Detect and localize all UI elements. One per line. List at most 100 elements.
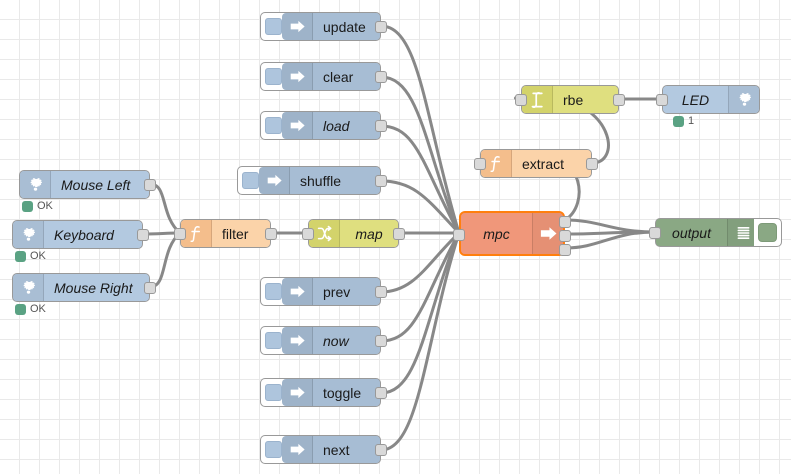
output-port[interactable] xyxy=(393,228,405,240)
input-port[interactable] xyxy=(453,229,465,241)
arrow-right-icon xyxy=(532,213,563,254)
arrow-right-icon xyxy=(259,167,290,194)
node-label: rbe xyxy=(563,91,584,108)
status-dot xyxy=(15,303,26,315)
status-badge: OK xyxy=(15,250,46,262)
rbe-filter-icon xyxy=(522,86,553,113)
status-text: 1 xyxy=(688,115,695,127)
inject-button[interactable] xyxy=(260,12,286,41)
arrow-right-icon xyxy=(282,379,313,406)
output-port-3[interactable] xyxy=(559,244,571,256)
output-port[interactable] xyxy=(375,175,387,187)
output-port[interactable] xyxy=(144,282,156,294)
inject-label: prev xyxy=(323,283,351,300)
node-label: Mouse Left xyxy=(61,176,131,193)
status-text: OK xyxy=(37,200,53,212)
output-port[interactable] xyxy=(613,94,625,106)
inject-button[interactable] xyxy=(260,435,286,464)
inject-button[interactable] xyxy=(260,378,286,407)
arrow-right-icon xyxy=(282,112,313,139)
input-port[interactable] xyxy=(649,227,661,239)
node-keyboard[interactable]: Keyboard OK xyxy=(12,220,149,262)
inject-button[interactable] xyxy=(260,326,286,355)
status-badge: 1 xyxy=(673,115,694,127)
output-port[interactable] xyxy=(375,120,387,132)
input-port[interactable] xyxy=(302,228,314,240)
inject-label: shuffle xyxy=(300,172,341,189)
output-port[interactable] xyxy=(375,444,387,456)
output-port-1[interactable] xyxy=(559,216,571,228)
inject-node-prev[interactable]: prev xyxy=(260,277,387,306)
output-port[interactable] xyxy=(375,71,387,83)
output-port[interactable] xyxy=(586,158,598,170)
function-icon xyxy=(481,150,512,177)
debug-toggle-button[interactable] xyxy=(754,218,782,247)
node-mpc[interactable]: mpc xyxy=(453,211,571,256)
node-extract[interactable]: extract xyxy=(474,149,598,178)
node-label: filter xyxy=(222,225,249,242)
switch-icon xyxy=(309,220,340,247)
input-port[interactable] xyxy=(174,228,186,240)
output-port[interactable] xyxy=(137,229,149,241)
node-rbe[interactable]: rbe xyxy=(515,85,625,114)
inject-button[interactable] xyxy=(260,111,286,140)
output-port[interactable] xyxy=(144,179,156,191)
raspberry-pi-icon xyxy=(13,274,44,301)
inject-button[interactable] xyxy=(260,62,286,91)
status-text: OK xyxy=(30,250,46,262)
inject-label: update xyxy=(323,18,366,35)
debug-lines-icon xyxy=(727,219,758,246)
status-dot xyxy=(15,250,26,262)
node-label: output xyxy=(672,224,711,241)
input-port[interactable] xyxy=(656,94,668,106)
function-icon xyxy=(181,220,212,247)
inject-node-load[interactable]: load xyxy=(260,111,387,140)
status-dot xyxy=(22,200,33,212)
inject-label: next xyxy=(323,441,350,458)
inject-label: clear xyxy=(323,68,354,85)
arrow-right-icon xyxy=(282,278,313,305)
inject-node-toggle[interactable]: toggle xyxy=(260,378,387,407)
inject-node-now[interactable]: now xyxy=(260,326,387,355)
output-port[interactable] xyxy=(375,335,387,347)
arrow-right-icon xyxy=(282,63,313,90)
arrow-right-icon xyxy=(282,327,313,354)
output-port[interactable] xyxy=(375,286,387,298)
status-badge: OK xyxy=(15,303,46,315)
arrow-right-icon xyxy=(282,436,313,463)
node-mouse-right[interactable]: Mouse Right OK xyxy=(12,273,156,315)
input-port[interactable] xyxy=(474,158,486,170)
output-port-2[interactable] xyxy=(559,230,571,242)
node-label: map xyxy=(355,225,383,242)
status-badge: OK xyxy=(22,200,53,212)
node-map[interactable]: map xyxy=(302,219,405,248)
inject-label: load xyxy=(323,117,350,134)
inject-node-update[interactable]: update xyxy=(260,12,387,41)
inject-button[interactable] xyxy=(237,166,263,195)
node-led[interactable]: LED 1 xyxy=(656,85,760,127)
arrow-right-icon xyxy=(282,13,313,40)
node-label: Keyboard xyxy=(54,226,114,243)
inject-button[interactable] xyxy=(260,277,286,306)
inject-node-clear[interactable]: clear xyxy=(260,62,387,91)
raspberry-pi-icon xyxy=(13,221,44,248)
raspberry-pi-icon xyxy=(20,171,51,198)
node-label: mpc xyxy=(483,225,510,242)
node-label: LED xyxy=(681,91,710,108)
inject-label: now xyxy=(323,332,349,349)
node-label: Mouse Right xyxy=(54,279,133,296)
status-text: OK xyxy=(30,303,46,315)
raspberry-pi-icon xyxy=(728,86,759,113)
node-label: extract xyxy=(522,155,565,172)
output-port[interactable] xyxy=(375,387,387,399)
output-port[interactable] xyxy=(265,228,277,240)
node-mouse-left[interactable]: Mouse Left OK xyxy=(19,170,156,212)
output-port[interactable] xyxy=(375,21,387,33)
input-port[interactable] xyxy=(515,94,527,106)
node-filter[interactable]: filter xyxy=(174,219,277,248)
inject-node-next[interactable]: next xyxy=(260,435,387,464)
node-output-debug[interactable]: output xyxy=(649,218,782,247)
inject-node-shuffle[interactable]: shuffle xyxy=(237,166,387,195)
status-dot xyxy=(673,115,684,127)
